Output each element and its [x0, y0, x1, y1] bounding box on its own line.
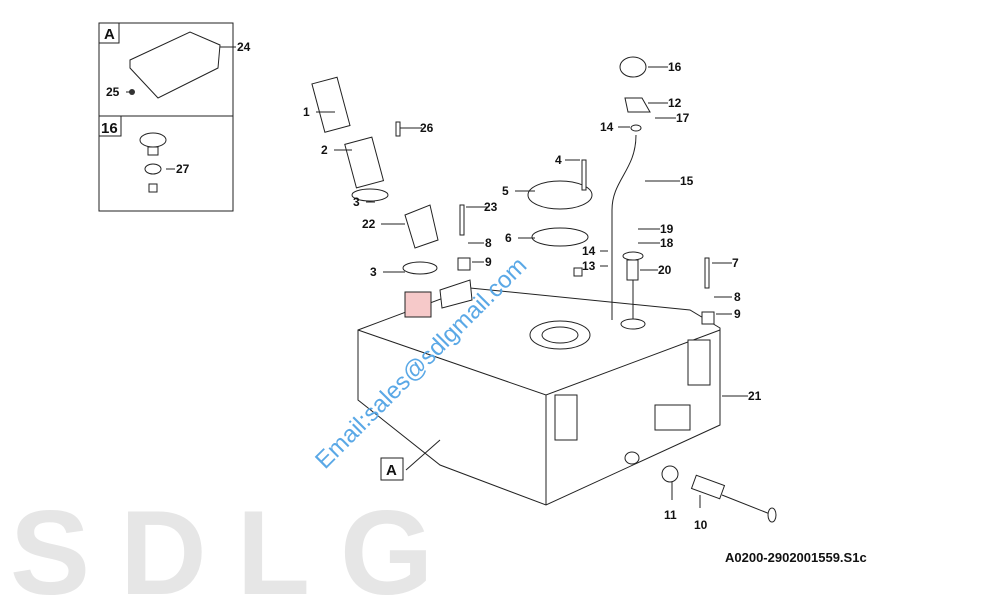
callout: 27 — [176, 162, 190, 176]
callout: 17 — [676, 111, 690, 125]
callout: 1 — [303, 105, 310, 119]
callout: 16 — [668, 60, 682, 74]
callout: 14 — [600, 120, 614, 134]
callout: 6 — [505, 231, 512, 245]
filler-neck-parts — [311, 76, 593, 309]
detail-view-a: A 16 — [98, 22, 234, 212]
callout: 3 — [353, 195, 360, 209]
view-a-marker: A — [386, 462, 397, 479]
callout: 21 — [748, 389, 762, 403]
leader-lines — [126, 46, 748, 508]
callout: 2 — [321, 143, 328, 157]
callout: 14 — [582, 244, 596, 258]
callout: 22 — [362, 217, 376, 231]
callout: 3 — [370, 265, 377, 279]
callout-labels: 1 2 3 22 3 26 23 8 9 4 5 6 16 12 17 14 1… — [106, 40, 762, 532]
callout: 8 — [734, 290, 741, 304]
callout: 25 — [106, 85, 120, 99]
callout: 7 — [732, 256, 739, 270]
callout: 5 — [502, 184, 509, 198]
watermark-logo: SDLG — [10, 486, 463, 600]
callout: 23 — [484, 200, 498, 214]
callout: 12 — [668, 96, 682, 110]
drawing-number-caption: A0200-2902001559.S1c — [725, 550, 867, 565]
callout: 20 — [658, 263, 672, 277]
fuel-tank — [357, 287, 721, 506]
callout: 26 — [420, 121, 434, 135]
callout: 15 — [680, 174, 694, 188]
detail-16-label: 16 — [101, 120, 118, 137]
callout: 9 — [734, 307, 741, 321]
drain-plug-parts — [624, 451, 777, 523]
callout: 4 — [555, 153, 562, 167]
callout: 19 — [660, 222, 674, 236]
callout: 10 — [694, 518, 708, 532]
callout: 13 — [582, 259, 596, 273]
callout: 8 — [485, 236, 492, 250]
callout: 24 — [237, 40, 251, 54]
callout: 11 — [664, 508, 677, 522]
fuel-level-sender-parts — [611, 56, 715, 330]
detail-a-label: A — [104, 26, 115, 43]
callout: 18 — [660, 236, 674, 250]
callout: 9 — [485, 255, 492, 269]
